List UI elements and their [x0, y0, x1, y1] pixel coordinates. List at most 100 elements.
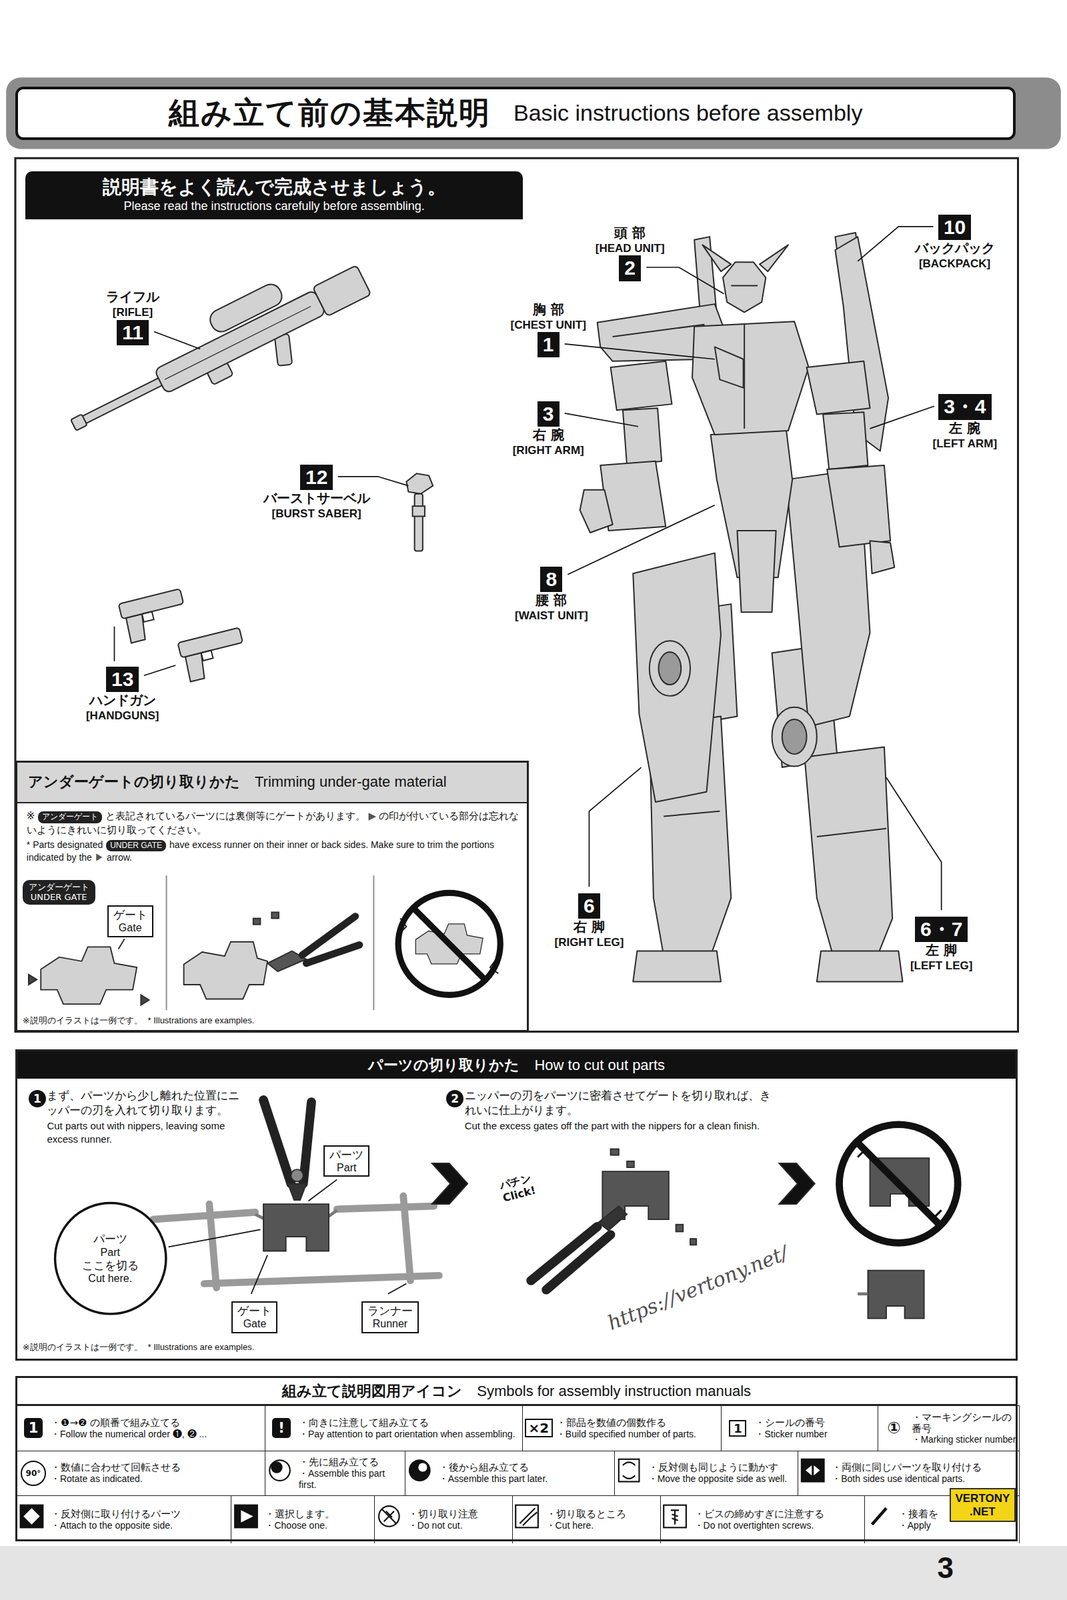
callout-number-box: 12 — [263, 464, 371, 491]
symbol-desc: ・反対側に取り付けるパーツ — [50, 1508, 229, 1521]
part-name-en: [LEFT ARM] — [932, 436, 998, 451]
symbol-text: ・選択します。・Choose one. — [263, 1496, 374, 1544]
symbol-text: ・数値に合わせて回転させる・Rotate as indicated. — [49, 1451, 265, 1496]
under-gate-art — [40, 946, 137, 1005]
symbol-icon — [378, 1506, 400, 1528]
part-callout: 8腰 部[WAIST UNIT] — [514, 566, 589, 624]
page-number-group: 3 — [937, 1551, 954, 1586]
cut-parts-art — [303, 1102, 312, 1184]
under-gate-art — [413, 908, 485, 980]
step-number-group: 1 — [28, 1090, 47, 1108]
symbol-desc-en: ・Attach to the opposite side. — [50, 1520, 229, 1532]
watermark-logo: .NET — [950, 1505, 1015, 1520]
part-name-en: [RIFLE] — [106, 305, 160, 320]
note-text-group: ※アンダーゲートと表記されているパーツには裏側等にゲートがあります。▶の印が付い… — [26, 809, 523, 837]
part-name-en: [CHEST UNIT] — [510, 318, 587, 333]
symbol-cell: ・先に組み立てる・Assemble this part first. — [265, 1451, 406, 1496]
footnote-group: ※説明のイラストは一例です。* Illustrations are exampl… — [22, 1014, 255, 1027]
tag-text-en: Gate — [237, 1317, 272, 1331]
under-gate-art — [372, 875, 375, 1011]
rifle-drawing — [56, 245, 384, 465]
handgun-drawing — [177, 627, 249, 683]
section-heading: 組み立て説明図用アイコン — [282, 1381, 463, 1402]
symbol-icon — [622, 1462, 635, 1479]
zoom-circle-outline — [54, 1203, 166, 1315]
symbol-icon — [23, 1508, 40, 1525]
under-gate-badge-group: アンダーゲートUNDER GATE — [22, 880, 96, 905]
symbol-cell: ・ビスの締めすぎに注意する・Do not overtighten screws. — [660, 1495, 865, 1544]
step-text: まず、パーツから少し離れた位置にニッパーの刃を入れて切り取ります。 — [46, 1088, 247, 1118]
part-name: ライフル — [106, 288, 160, 306]
cut-parts-art — [778, 1163, 815, 1205]
callout-number: 6 — [578, 893, 601, 920]
mecha-figure — [714, 346, 744, 388]
symbol-icon: 1 — [24, 1418, 43, 1439]
symbol-icon-slot — [798, 1451, 831, 1496]
symbol-icon-slot — [660, 1496, 693, 1544]
part-callout: 6・7左 脚[LEFT LEG] — [910, 916, 973, 974]
mecha-figure — [816, 828, 887, 837]
callout-number-box: 6・7 — [910, 916, 973, 943]
symbol-icon — [20, 1459, 887, 1529]
step-text: ニッパーの刃をパーツに密着させてゲートを切り取れば、きれいに仕上がります。 — [464, 1088, 771, 1118]
part-callout: ライフル[RIFLE]11 — [106, 288, 160, 346]
page-frame — [0, 77, 1067, 1600]
part-name: 腰 部 — [514, 592, 589, 609]
cut-parts-art — [153, 1196, 440, 1289]
part-name-en: [WAIST UNIT] — [514, 608, 589, 623]
saber-drawing — [412, 506, 425, 517]
leader-line — [154, 331, 201, 349]
callout-number: 3 — [537, 401, 560, 428]
step-number: 1 — [28, 1090, 47, 1108]
cut-parts-art — [867, 1271, 924, 1320]
symbol-desc-en: ・Both sides use identical parts. — [831, 1473, 1017, 1486]
step-text-group: まず、パーツから少し離れた位置にニッパーの刃を入れて切り取ります。 — [46, 1088, 247, 1118]
section-heading-bar: 組み立て説明図用アイコンSymbols for assembly instruc… — [17, 1378, 1017, 1406]
saber-drawing — [414, 494, 423, 552]
part-callout: 胸 部[CHEST UNIT]1 — [510, 301, 587, 359]
symbol-cell: 1・❶→❷ の順番で組み立てる・Follow the numerical ord… — [17, 1405, 266, 1451]
under-gate-art — [184, 942, 269, 1000]
symbol-icon-slot — [405, 1451, 438, 1496]
symbol-desc: ・先に組み立てる — [298, 1456, 403, 1469]
note-text-en-group: * Parts designatedUNDER GATEhave excess … — [26, 838, 523, 865]
symbol-text: ・先に組み立てる・Assemble this part first. — [297, 1451, 405, 1496]
part-callout: 12バーストサーベル[BURST SABER] — [263, 464, 371, 522]
step-text-en: Cut the excess gates off the part with t… — [464, 1119, 771, 1134]
symbol-desc: ・向きに注意して組み立てる — [298, 1417, 520, 1430]
symbol-desc: ・選択します。 — [264, 1508, 371, 1521]
part-name: バーストサーベル — [263, 490, 371, 507]
symbol-desc: ・シールの番号 — [754, 1417, 875, 1430]
note-text: ※ — [26, 810, 36, 823]
symbol-text: ・後から組み立てる・Assemble this part later. — [437, 1451, 615, 1496]
part-name-en: [BACKPACK] — [914, 256, 995, 271]
part-callout: 頭 部[HEAD UNIT]2 — [595, 224, 665, 282]
handgun-drawing — [118, 588, 185, 619]
tag-text-en: Gate — [113, 921, 148, 935]
cut-parts-art — [598, 1206, 627, 1232]
cut-parts-art — [308, 1179, 337, 1202]
callout-number: 12 — [300, 464, 333, 491]
under-gate-art — [166, 875, 168, 1011]
symbol-icon-slot — [864, 1496, 897, 1544]
under-gate-art — [118, 938, 125, 949]
part-name-en: [RIGHT ARM] — [512, 443, 585, 458]
leader-line — [144, 665, 176, 676]
watermark-group: https://vertony.net/ — [604, 1241, 792, 1336]
under-gate-art — [28, 875, 501, 1011]
part-callout: 6右 脚[RIGHT LEG] — [554, 893, 624, 951]
symbol-icon — [409, 1460, 431, 1482]
section-heading-bar: アンダーゲートの切り取りかたTrimming under-gate materi… — [17, 762, 527, 804]
section-heading-bar: パーツの切り取りかたHow to cut out parts — [17, 1051, 1017, 1080]
symbol-desc: ・切り取り注意 — [408, 1508, 510, 1521]
symbol-icon-slot: 1 — [17, 1406, 50, 1451]
symbol-icon-slot: ! — [265, 1406, 298, 1451]
leader-line — [567, 505, 715, 575]
zoom-text: パーツ — [93, 1232, 128, 1246]
step-text-en-group: Cut the excess gates off the part with t… — [464, 1119, 771, 1134]
callout-number-box: 11 — [106, 320, 160, 347]
callout-number: 2 — [618, 255, 641, 282]
symbol-icon — [384, 1511, 395, 1522]
rifle-drawing — [74, 376, 166, 428]
